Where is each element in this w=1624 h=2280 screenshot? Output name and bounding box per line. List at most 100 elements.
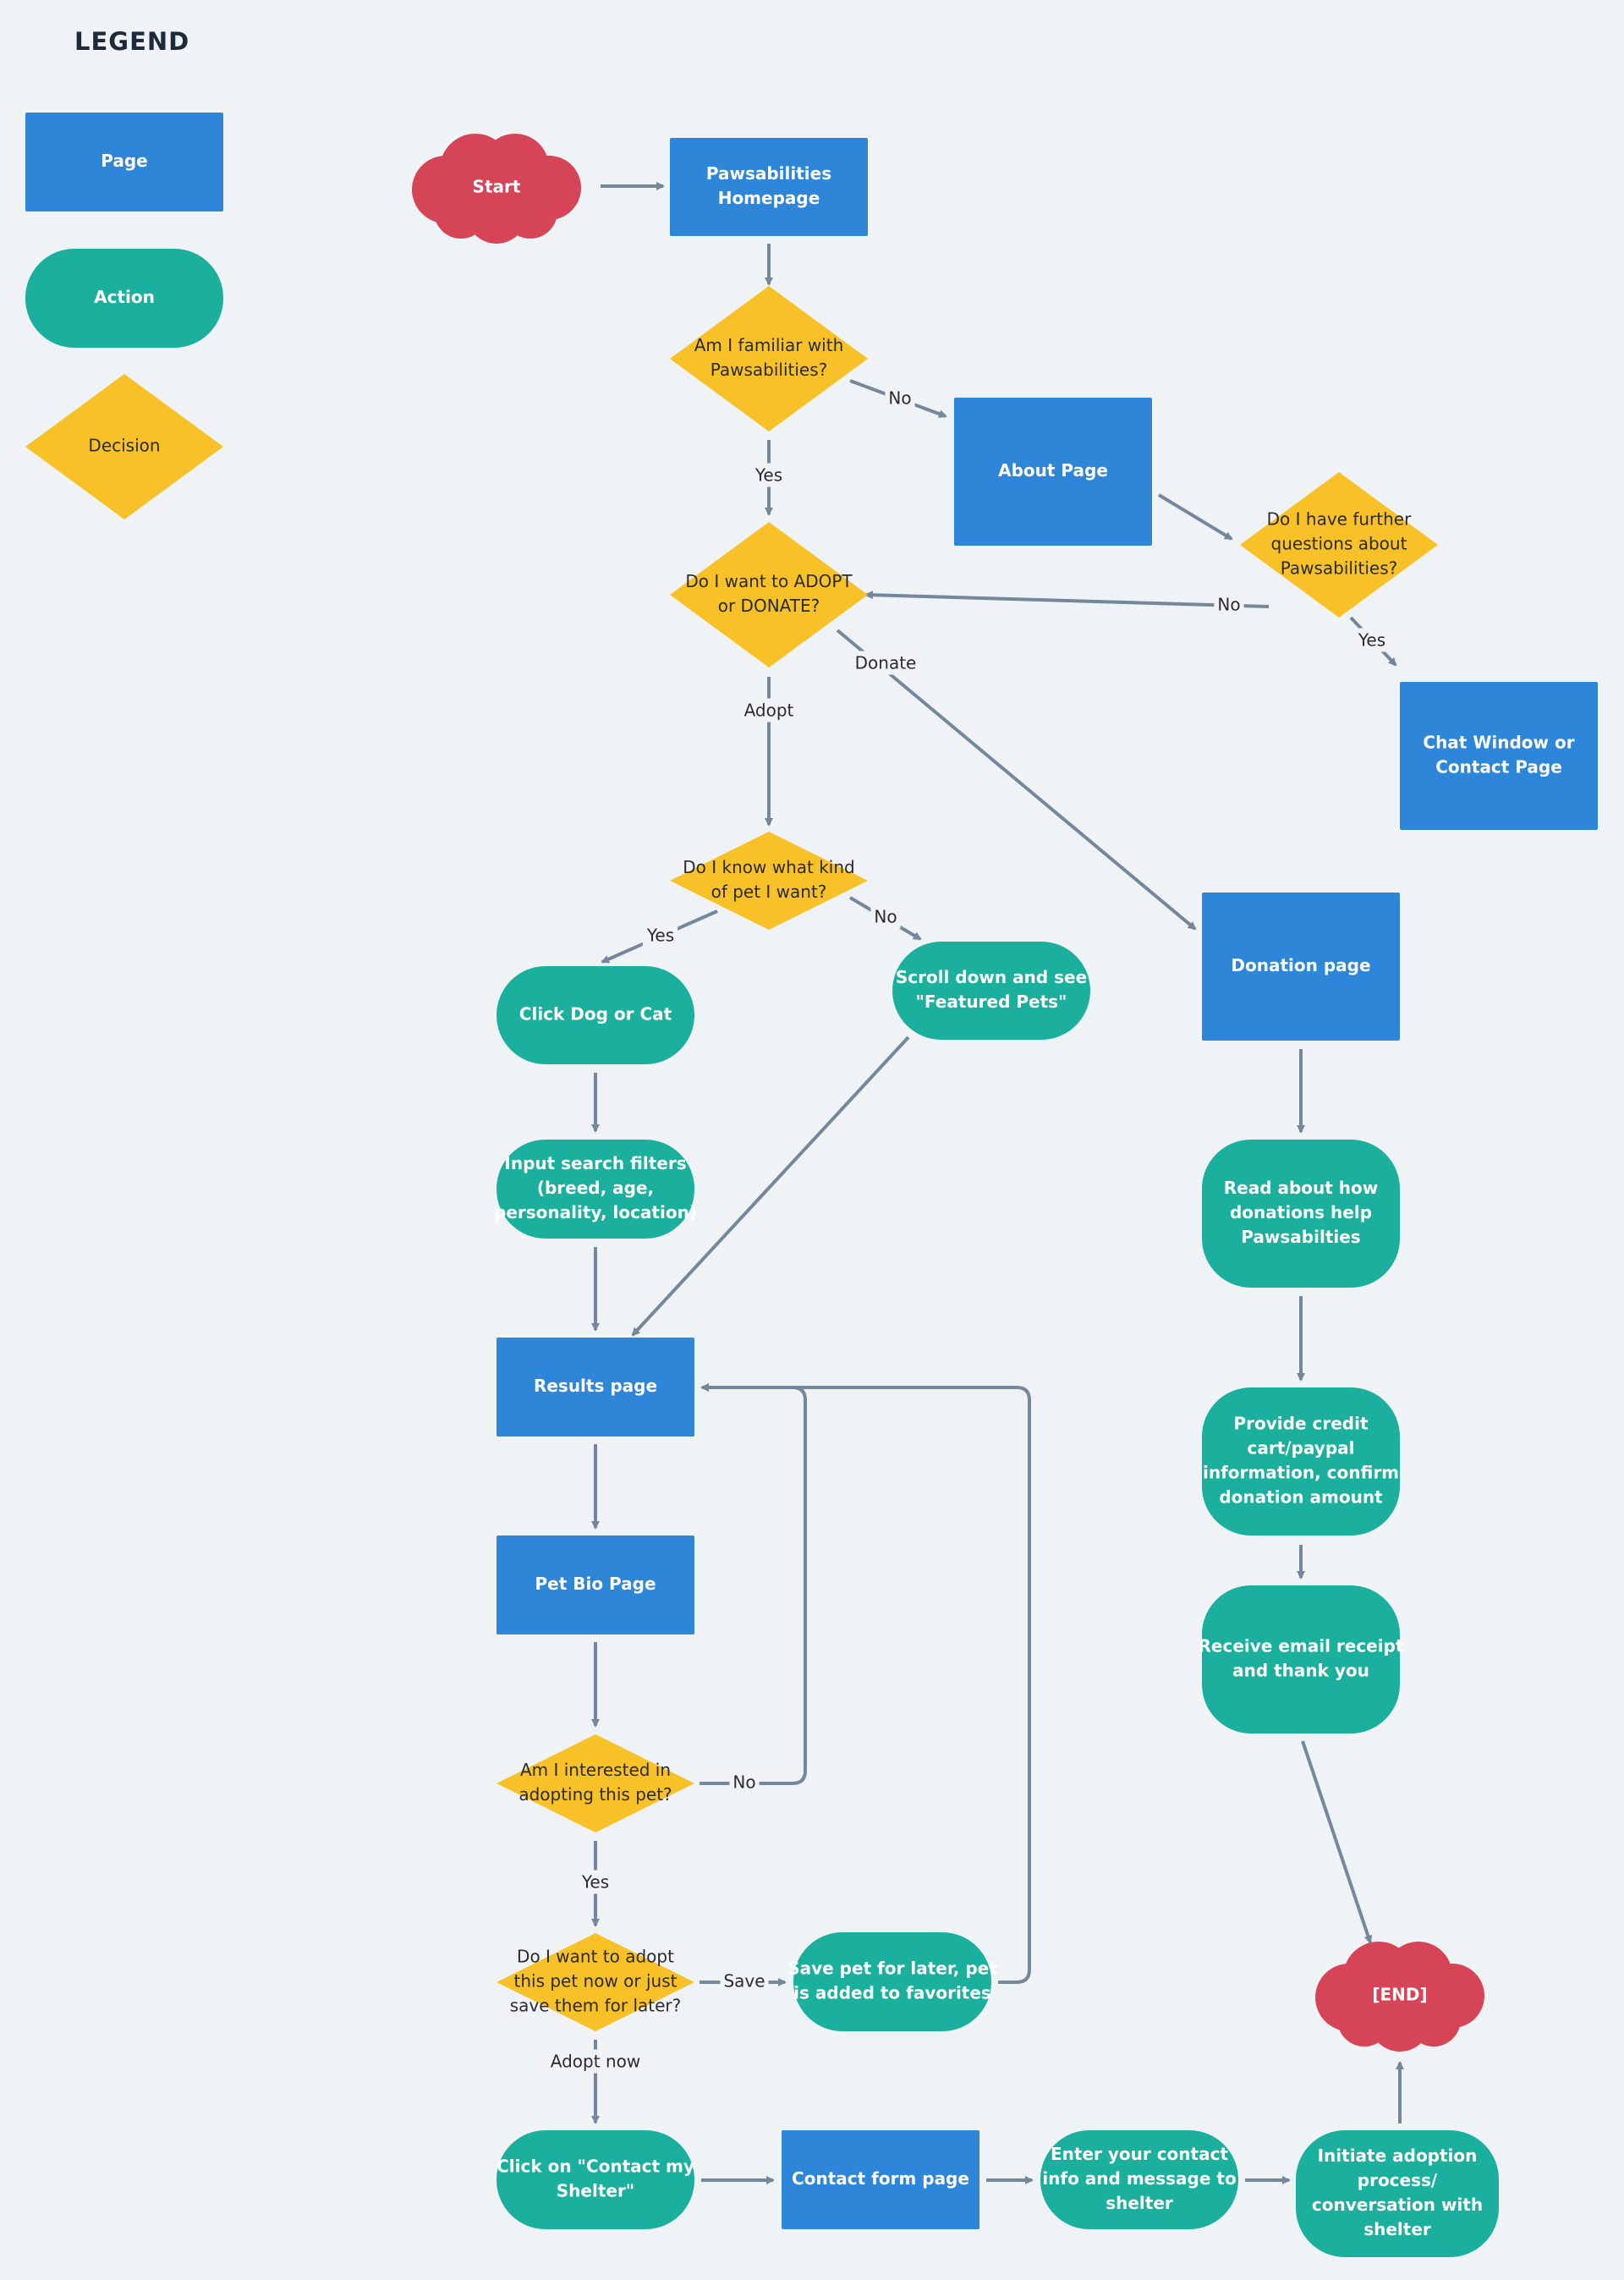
edge-interested-results bbox=[700, 1383, 807, 1785]
node-label: Decision bbox=[88, 436, 160, 456]
edge-labels-layer: NoYesNoYesDonateAdoptYesNoNoYesSaveAdopt… bbox=[546, 386, 1390, 2074]
node-label: this pet now or just bbox=[514, 1971, 678, 1992]
node-label: Enter your contact bbox=[1051, 2144, 1228, 2164]
input-filters-node: Input search filters(breed, age,personal… bbox=[494, 1140, 697, 1239]
edge-label-backing bbox=[1353, 628, 1390, 652]
start-node-puff bbox=[452, 146, 533, 227]
click-contact-node: Click on "Contact my Shelter" bbox=[497, 2130, 694, 2229]
node-label: Pawsabilities? bbox=[710, 360, 828, 380]
scroll-featured-node: Scroll down and see"Featured Pets" bbox=[892, 942, 1090, 1040]
edge-save-results bbox=[700, 1383, 1031, 1984]
about-page-node: About Page bbox=[954, 398, 1152, 546]
edge-label-donate: Donate bbox=[855, 653, 917, 673]
familiar-decision-shape bbox=[670, 286, 868, 431]
legend-decision-sample-shape bbox=[25, 374, 223, 519]
further-questions-decision-shape bbox=[1240, 472, 1438, 618]
contact-form-node-shape bbox=[782, 2130, 979, 2229]
node-label: Donation page bbox=[1231, 955, 1370, 975]
edge-label-questions-yes: Yes bbox=[1358, 630, 1385, 651]
receipt-node-shape bbox=[1202, 1585, 1400, 1733]
node-label: Receive email receipt bbox=[1199, 1636, 1404, 1656]
node-label: shelter bbox=[1363, 2219, 1431, 2239]
edge-label-interested-no: No bbox=[732, 1772, 755, 1793]
node-label: Results page bbox=[534, 1376, 657, 1396]
input-filters-node-shape bbox=[497, 1140, 694, 1239]
click-contact-node-shape bbox=[497, 2130, 694, 2229]
node-label: Do I want to adopt bbox=[517, 1947, 674, 1967]
donation-page-node: Donation page bbox=[1202, 893, 1400, 1041]
legend-title: LEGEND bbox=[74, 27, 190, 56]
edge-label-know-no: No bbox=[874, 907, 897, 927]
node-label: Pawsabilities bbox=[706, 163, 831, 184]
results-page-node: Results page bbox=[497, 1338, 694, 1437]
edge-label-know-yes: Yes bbox=[646, 926, 674, 946]
node-label: Am I familiar with bbox=[694, 335, 844, 355]
pet-bio-node: Pet Bio Page bbox=[497, 1536, 694, 1634]
edge-about-questions bbox=[1157, 493, 1233, 541]
node-label: process/ bbox=[1358, 2170, 1438, 2190]
node-label: Do I know what kind bbox=[683, 857, 854, 877]
enter-contact-node-shape bbox=[1040, 2130, 1238, 2229]
edge-label-adopt-now: Adopt now bbox=[551, 2052, 640, 2072]
node-label: Homepage bbox=[718, 188, 820, 208]
node-label: donation amount bbox=[1219, 1487, 1383, 1508]
enter-contact-node: Enter your contact info and message to she… bbox=[1040, 2130, 1238, 2229]
edge-questions-adopt bbox=[864, 591, 1270, 608]
edge-label-questions-no: No bbox=[1217, 595, 1240, 615]
end-node-puff bbox=[1355, 1953, 1436, 2035]
edge-label-backing bbox=[729, 1770, 760, 1794]
initiate-node-shape bbox=[1296, 2130, 1499, 2257]
node-label: Contact Page bbox=[1435, 757, 1562, 777]
edge-label-backing bbox=[1214, 592, 1244, 617]
save-later-node-shape bbox=[793, 1932, 991, 2031]
pet-bio-node-shape bbox=[497, 1536, 694, 1634]
edge-label-familiar-yes: Yes bbox=[754, 465, 782, 486]
node-label: About Page bbox=[998, 460, 1108, 481]
scroll-featured-node-shape bbox=[892, 942, 1090, 1040]
node-label: info and message to bbox=[1042, 2168, 1236, 2189]
node-label: Contact form page bbox=[792, 2168, 969, 2189]
edge-label-backing bbox=[750, 463, 787, 487]
node-label: Shelter" bbox=[557, 2181, 634, 2201]
provide-credit-node-shape bbox=[1202, 1387, 1400, 1536]
edge-label-backing bbox=[851, 651, 920, 675]
node-label: Am I interested in bbox=[520, 1760, 671, 1780]
node-label: Start bbox=[473, 177, 521, 197]
node-label: Pawsabilties bbox=[1241, 1227, 1360, 1247]
node-label: (breed, age, bbox=[537, 1178, 654, 1198]
node-label: Click on "Contact my bbox=[497, 2156, 694, 2177]
node-label: information, confirm bbox=[1203, 1463, 1399, 1483]
node-label: Page bbox=[101, 151, 148, 171]
interested-decision-shape bbox=[497, 1734, 694, 1832]
donation-page-node-shape bbox=[1202, 893, 1400, 1041]
node-label: or DONATE? bbox=[718, 596, 820, 616]
node-label: Pet Bio Page bbox=[535, 1574, 656, 1594]
node-label: Provide credit bbox=[1233, 1414, 1368, 1434]
contact-form-node: Contact form page bbox=[782, 2130, 979, 2229]
edge-label-save: Save bbox=[723, 1971, 765, 1992]
edge-adopt-donation bbox=[836, 629, 1197, 931]
legend-action-sample: Action bbox=[25, 249, 223, 348]
legend-decision-sample: Decision bbox=[25, 374, 223, 519]
node-label: Do I have further bbox=[1267, 509, 1412, 530]
node-label: conversation with bbox=[1312, 2195, 1483, 2215]
node-label: save them for later? bbox=[510, 1996, 682, 2016]
adopt-or-donate-decision-shape bbox=[670, 522, 868, 668]
adopt-now-or-save-decision-shape bbox=[497, 1933, 694, 2031]
click-dog-cat-node-shape bbox=[497, 966, 694, 1064]
node-label: shelter bbox=[1106, 2193, 1173, 2213]
edge-label-backing bbox=[885, 386, 915, 410]
node-label: Save pet for later, pet bbox=[787, 1959, 997, 1979]
edge-label-backing bbox=[720, 1969, 769, 1993]
node-label: and thank you bbox=[1232, 1661, 1369, 1681]
